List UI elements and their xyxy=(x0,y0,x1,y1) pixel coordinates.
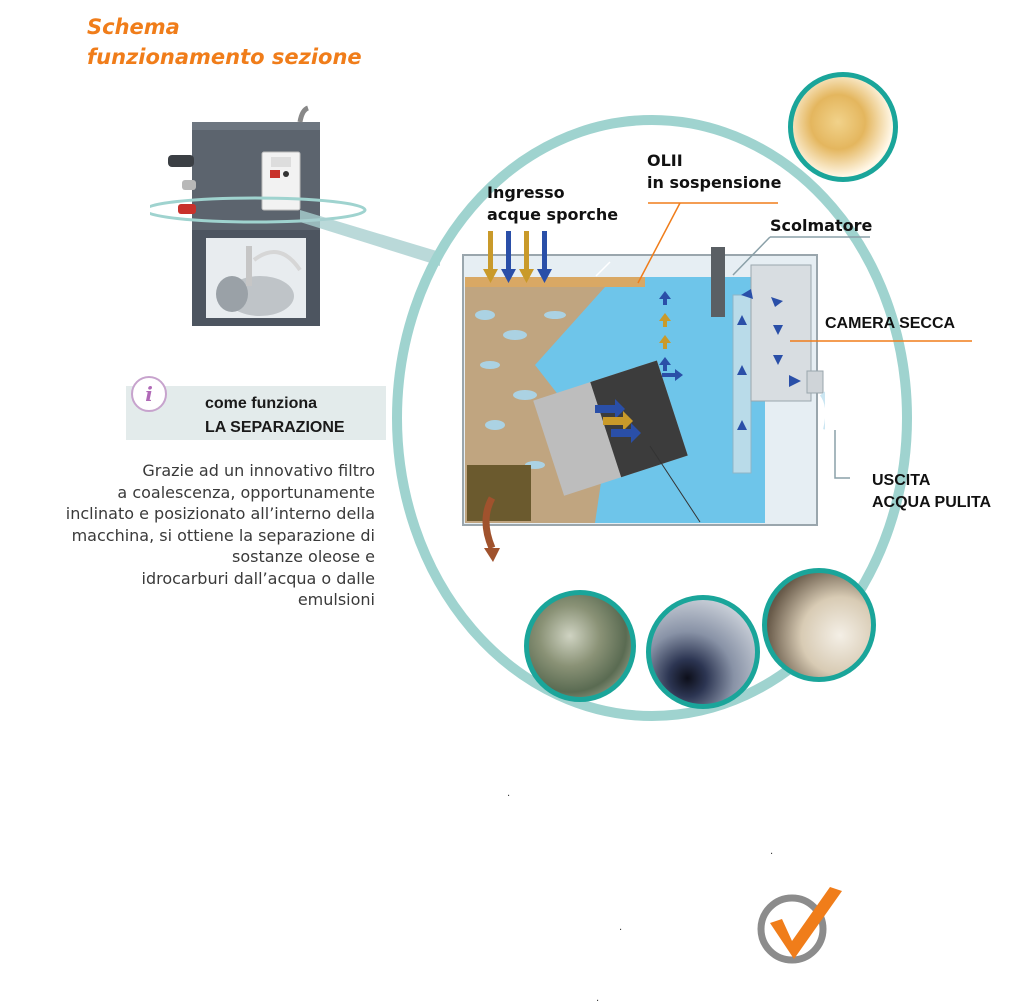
description-line: a coalescenza, opportunamente xyxy=(117,482,375,502)
skimmer-label: Scolmatore xyxy=(770,216,873,235)
dot-mark: . xyxy=(770,846,774,857)
dot-mark: . xyxy=(619,922,623,933)
separation-tank-diagram xyxy=(462,231,825,526)
description-line: inclinato e posizionato all’interno dell… xyxy=(65,504,375,523)
inlet-label: Ingresso acque sporche xyxy=(487,182,618,226)
inlet-arrows xyxy=(483,231,552,283)
oils-label: OLII in sospensione xyxy=(647,150,781,194)
dry-chamber xyxy=(750,264,812,402)
description-line: emulsioni xyxy=(297,590,375,609)
description-line: Grazie ad un innovativo filtro xyxy=(142,461,375,480)
emulsion-photo xyxy=(524,590,636,702)
description-line: idrocarburi dall’acqua o dalle xyxy=(141,568,376,588)
diagram-ring xyxy=(392,115,912,721)
dot-mark: . xyxy=(507,788,511,799)
description-line: sostanze oleose e xyxy=(232,547,375,566)
connector-wedge xyxy=(300,210,440,266)
dry-chamber-label: CAMERA SECCA xyxy=(825,315,956,332)
inlet-label-line1: Ingresso xyxy=(487,183,565,202)
info-title-line1: come funziona xyxy=(205,395,318,412)
description-text: Grazie ad un innovativo filtro a coalesc… xyxy=(20,460,375,611)
page-title-line1: Schema xyxy=(87,15,180,39)
oil-layer xyxy=(465,277,645,287)
oil-particles-photo xyxy=(788,72,898,182)
info-title: come funziona LA SEPARAZIONE xyxy=(205,392,345,440)
info-icon: i xyxy=(131,376,167,412)
droplets-photo xyxy=(646,595,760,709)
inlet-label-line2: acque sporche xyxy=(487,205,619,224)
page-title-line2: funzionamento sezione xyxy=(87,45,362,69)
separator-machine-image xyxy=(150,105,367,326)
outlet-label-line2: ACQUA PULITA xyxy=(872,494,992,511)
oils-label-line2: in sospensione xyxy=(647,173,782,192)
description-line: macchina, si ottiene la separazione di xyxy=(71,525,375,545)
outlet-label: USCITA ACQUA PULITA xyxy=(872,470,991,514)
oils-label-line1: OLII xyxy=(647,151,683,170)
clean-water-outlet-photo xyxy=(762,568,876,682)
skimmer-tube xyxy=(711,247,725,317)
page-title: Schema funzionamento sezione xyxy=(87,12,407,72)
info-banner xyxy=(126,386,386,440)
info-title-line2: LA SEPARAZIONE xyxy=(205,419,345,436)
outlet-label-line1: USCITA xyxy=(872,472,931,489)
checkmark-logo xyxy=(757,887,842,964)
dot-mark: . xyxy=(596,993,600,1004)
